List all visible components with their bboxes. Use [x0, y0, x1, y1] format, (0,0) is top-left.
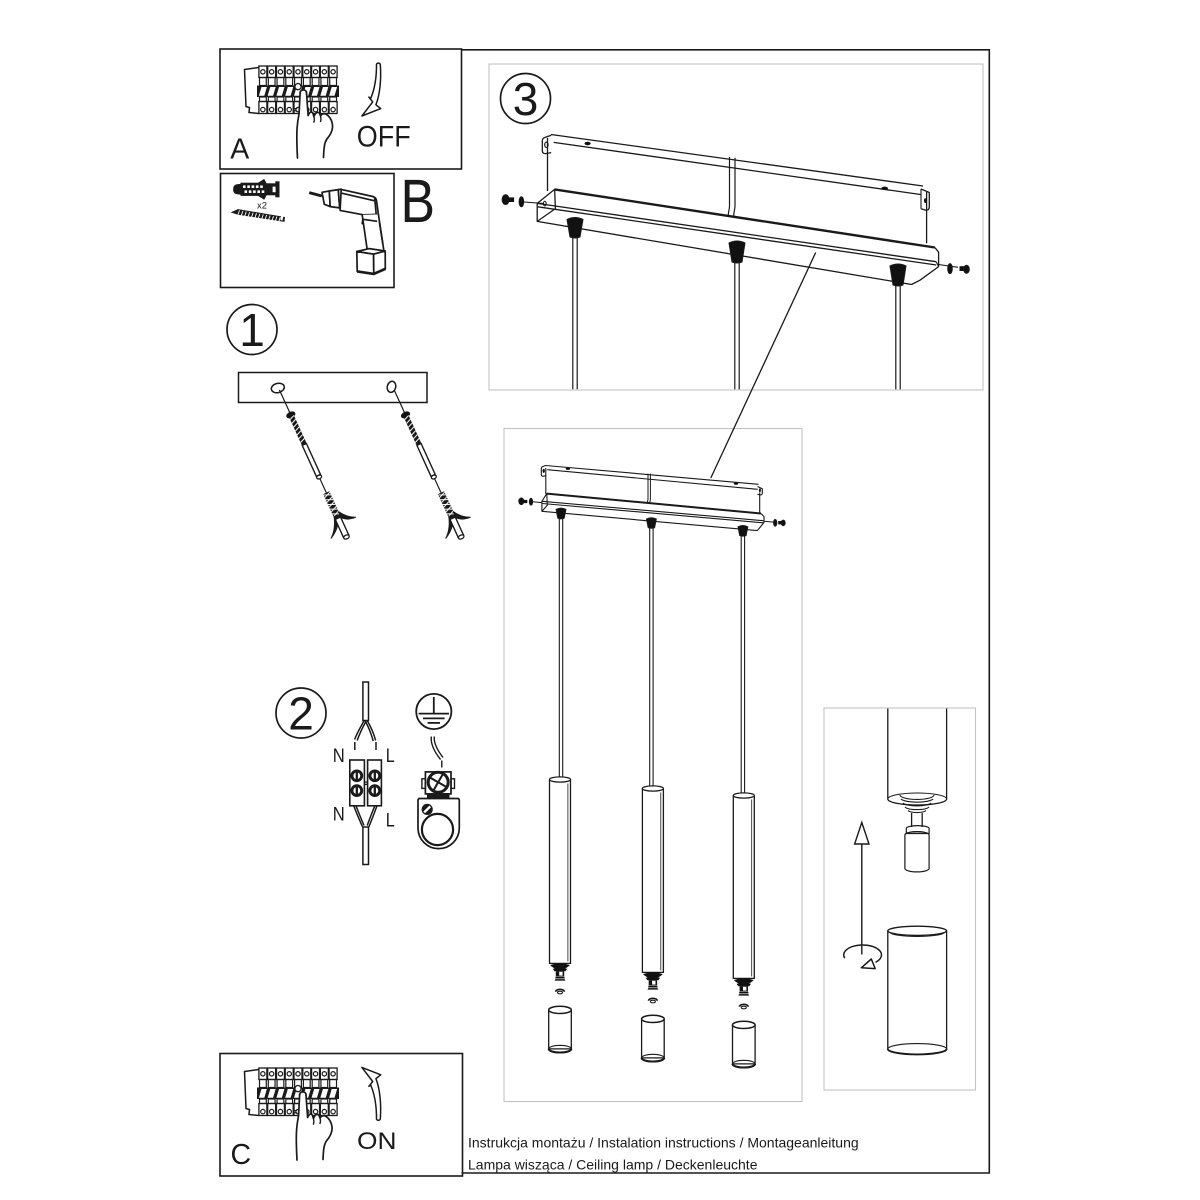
svg-text:3: 3	[513, 73, 539, 125]
svg-text:Instrukcja montażu / Instalati: Instrukcja montażu / Instalation instruc…	[468, 1135, 859, 1151]
svg-text:2: 2	[288, 688, 314, 740]
svg-text:x2: x2	[257, 201, 267, 212]
svg-text:1: 1	[239, 304, 265, 356]
svg-text:L: L	[386, 810, 395, 832]
svg-text:C: C	[231, 1139, 252, 1171]
svg-text:ON: ON	[357, 1128, 397, 1155]
svg-text:A: A	[230, 134, 249, 166]
svg-text:L: L	[386, 745, 395, 767]
svg-text:N: N	[333, 804, 345, 826]
svg-text:Lampa wisząca / Ceiling lamp /: Lampa wisząca / Ceiling lamp / Deckenleu…	[468, 1157, 758, 1173]
svg-text:OFF: OFF	[357, 121, 411, 154]
svg-text:B: B	[401, 167, 436, 235]
svg-text:N: N	[333, 745, 345, 767]
